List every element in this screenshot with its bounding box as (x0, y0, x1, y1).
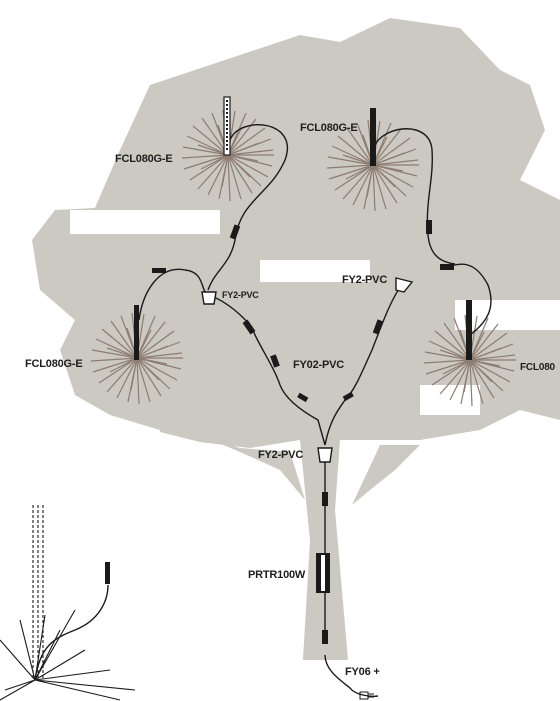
label-fcl-mid-left: FCL080G-E (25, 358, 83, 370)
label-fcl-top-left: FCL080G-E (115, 153, 173, 165)
label-fy02: FY02-PVC (293, 359, 344, 371)
label-fcl-top-right: FCL080G-E (300, 122, 358, 134)
label-fy2-bottom: FY2-PVC (258, 449, 303, 461)
label-fy2-left: FY2-PVC (222, 290, 259, 300)
label-prtr: PRTR100W (248, 569, 306, 581)
label-fy06: FY06 + (345, 666, 380, 678)
label-fcl-mid-right: FCL080 (520, 362, 556, 373)
label-fy2-right: FY2-PVC (342, 274, 387, 286)
